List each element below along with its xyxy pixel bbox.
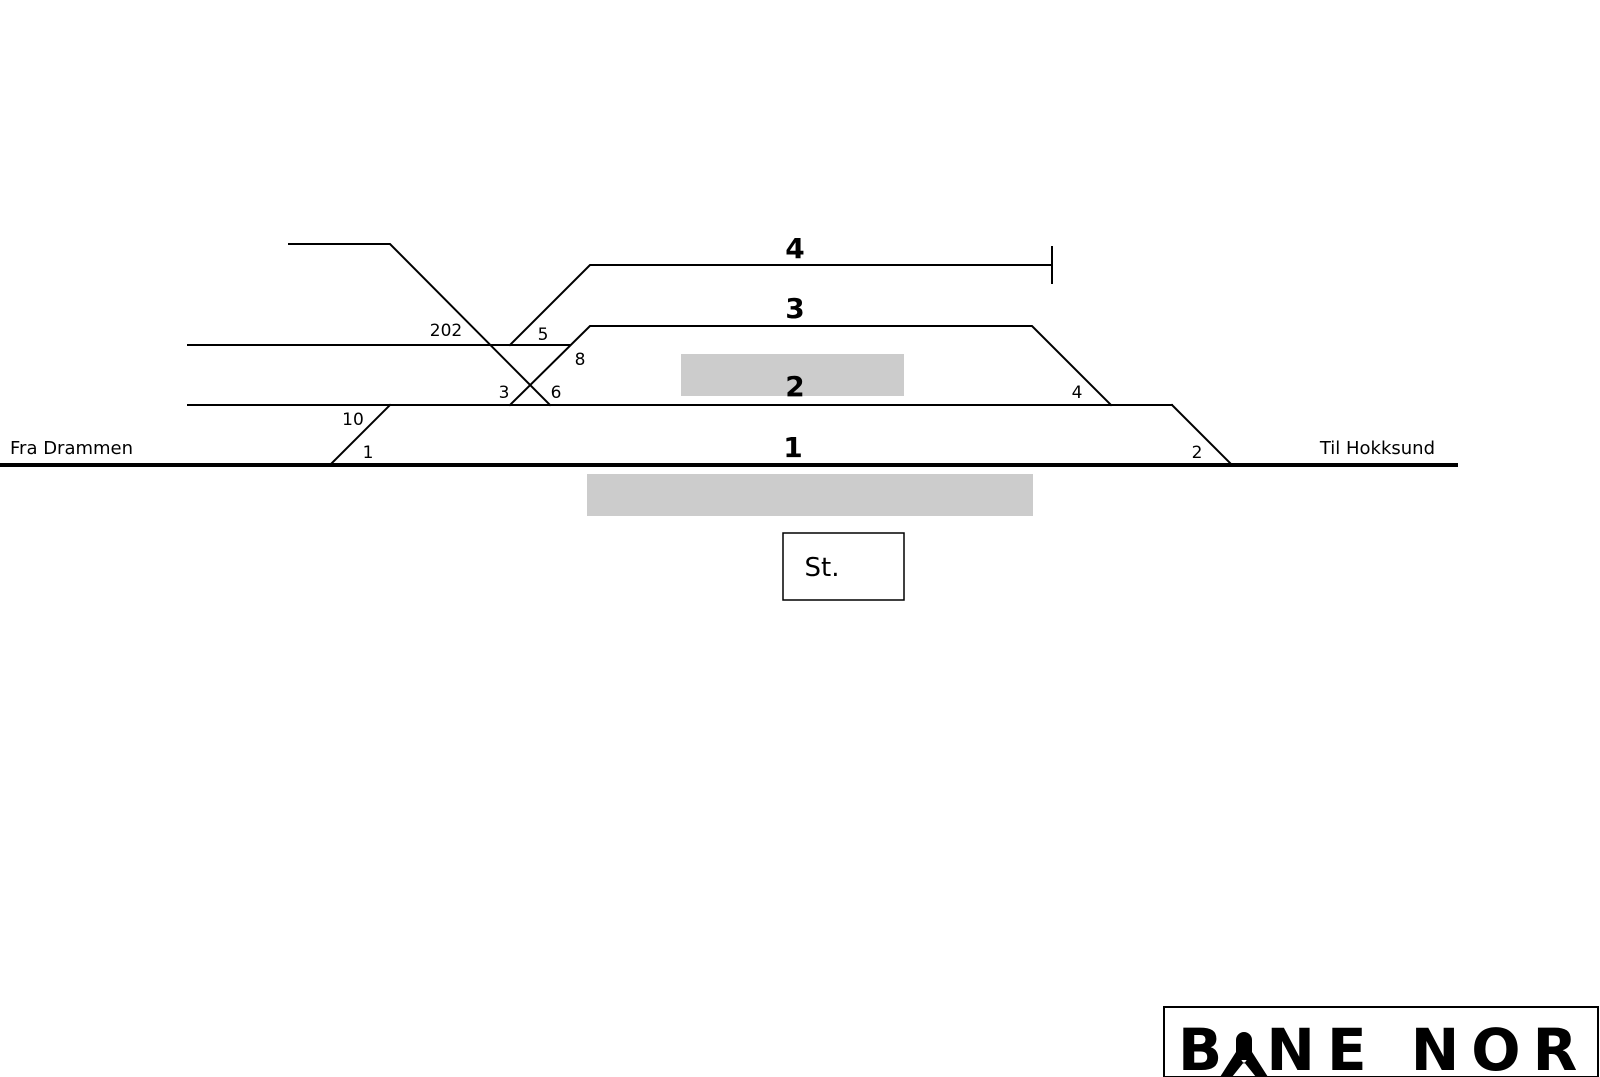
logo-a-mark-icon xyxy=(1220,1032,1268,1077)
switch-label-10: 10 xyxy=(342,410,364,430)
platform-island xyxy=(681,354,904,396)
track-4 xyxy=(508,264,1053,347)
direction-to-label: Til Hokksund xyxy=(1319,438,1435,459)
track-number-4: 4 xyxy=(785,232,804,265)
switch-label-5: 5 xyxy=(538,325,549,345)
switch-label-8: 8 xyxy=(575,350,586,370)
switch-1-connector xyxy=(328,403,392,467)
switch-2-connector xyxy=(1170,403,1234,467)
switch-label-4: 4 xyxy=(1072,383,1083,403)
track-202 xyxy=(288,243,552,407)
station-label: St. xyxy=(805,553,840,583)
station-building xyxy=(782,532,905,601)
platform-main xyxy=(587,474,1033,516)
switch-label-1: 1 xyxy=(363,443,374,463)
track-number-1: 1 xyxy=(783,431,802,464)
switch-label-202: 202 xyxy=(430,321,462,341)
direction-from-label: Fra Drammen xyxy=(10,438,133,459)
track-number-2: 2 xyxy=(785,370,804,403)
bane-nor-logo: B NE NOR xyxy=(1163,1006,1599,1077)
track-number-3: 3 xyxy=(785,292,804,325)
track-3 xyxy=(508,325,1113,407)
switch-label-3: 3 xyxy=(499,383,510,403)
switch-label-6: 6 xyxy=(551,383,562,403)
switch-label-2: 2 xyxy=(1192,443,1203,463)
logo-frame xyxy=(1163,1006,1599,1077)
